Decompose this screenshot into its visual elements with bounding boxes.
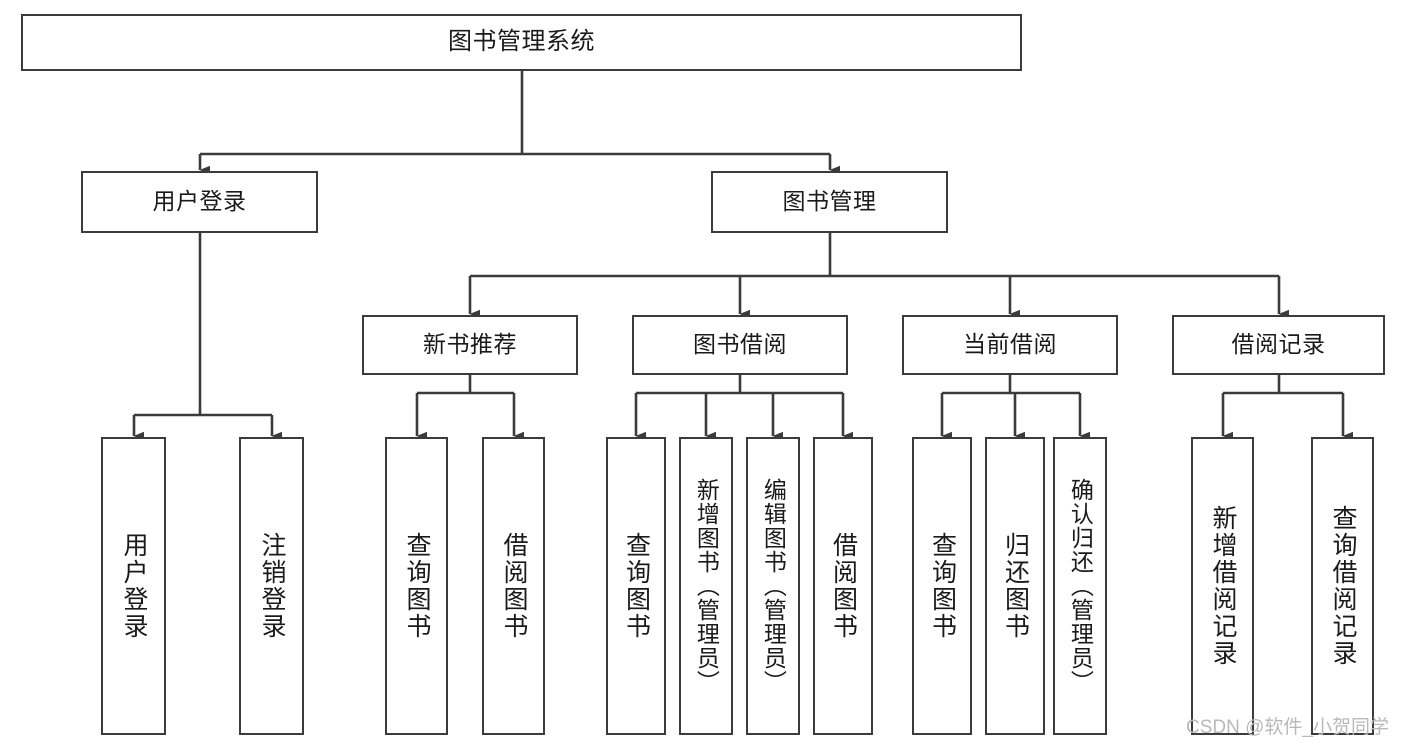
node-leaf_q_book_3[interactable]: 查询图书 [912,437,972,735]
node-leaf_b_book_1[interactable]: 借阅图书 [482,437,545,735]
node-leaf_b_book_2[interactable]: 借阅图书 [813,437,873,735]
node-leaf_edit_book[interactable]: 编辑图书（管理员） [746,437,800,735]
node-label: 新增图书（管理员） [693,478,720,694]
node-label: 图书管理 [782,188,877,215]
node-new_book_rec[interactable]: 新书推荐 [362,315,578,375]
node-leaf_q_rec[interactable]: 查询借阅记录 [1311,437,1374,735]
node-label: 用户登录 [152,188,247,215]
node-label: 查询图书 [403,532,431,640]
node-leaf_return[interactable]: 归还图书 [985,437,1045,735]
node-current_borrow[interactable]: 当前借阅 [902,315,1118,375]
node-leaf_user_login[interactable]: 用户登录 [101,437,166,735]
tree-connectors [132,71,1353,441]
node-user_login[interactable]: 用户登录 [81,171,318,233]
node-root[interactable]: 图书管理系统 [21,14,1022,71]
node-label: 新书推荐 [423,331,517,358]
node-leaf_q_book_1[interactable]: 查询图书 [385,437,448,735]
node-label: 编辑图书（管理员） [760,478,787,694]
node-leaf_q_book_2[interactable]: 查询图书 [606,437,666,735]
node-label: 用户登录 [120,532,148,640]
node-label: 图书借阅 [693,331,787,358]
node-label: 归还图书 [1001,532,1030,640]
watermark-text: CSDN @软件_小贺同学 [1186,717,1389,738]
node-book_borrow[interactable]: 图书借阅 [632,315,848,375]
node-book_manage[interactable]: 图书管理 [711,171,948,233]
node-leaf_logout[interactable]: 注销登录 [239,437,304,735]
node-label: 确认归还（管理员） [1067,478,1094,694]
node-label: 当前借阅 [963,331,1057,358]
node-label: 借阅图书 [500,532,528,640]
node-borrow_record[interactable]: 借阅记录 [1172,315,1385,375]
node-leaf_add_rec[interactable]: 新增借阅记录 [1191,437,1254,735]
node-label: 查询借阅记录 [1329,505,1357,667]
node-leaf_add_book[interactable]: 新增图书（管理员） [679,437,733,735]
node-label: 注销登录 [258,532,286,640]
node-label: 借阅图书 [829,532,858,640]
node-label: 借阅记录 [1231,331,1326,358]
node-label: 查询图书 [928,532,957,640]
node-label: 查询图书 [622,532,651,640]
node-label: 图书管理系统 [448,28,595,56]
node-leaf_confirm[interactable]: 确认归还（管理员） [1053,437,1107,735]
node-label: 新增借阅记录 [1209,505,1237,667]
